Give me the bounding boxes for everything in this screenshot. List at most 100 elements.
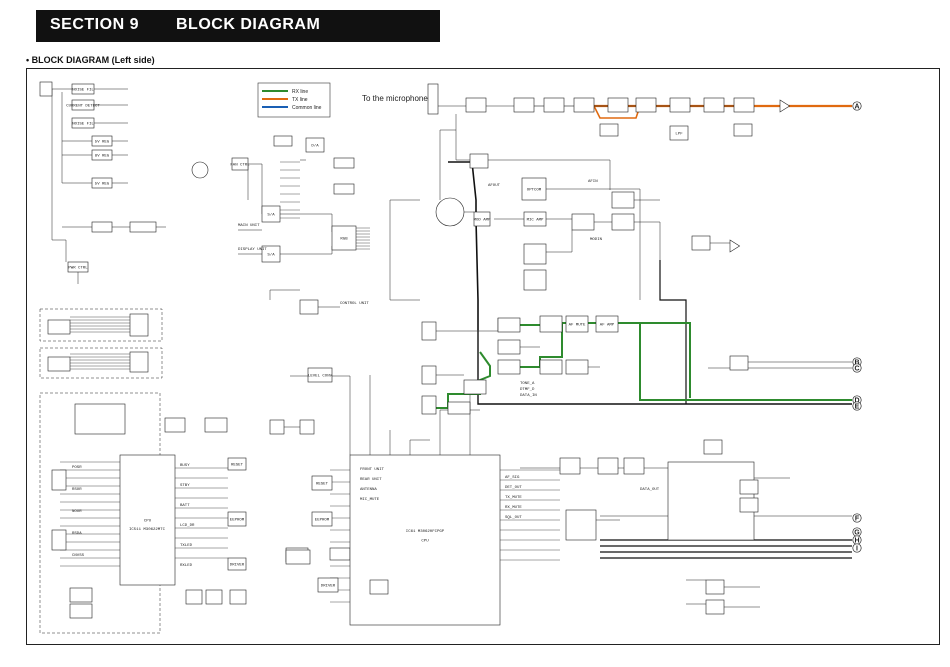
wire bbox=[455, 114, 470, 161]
connector-h-label: H bbox=[854, 537, 859, 544]
tx-sub-block bbox=[599, 123, 619, 137]
optcom-block-label: OPTCOM bbox=[527, 189, 542, 193]
eeprom-block bbox=[227, 511, 247, 527]
wire-label: MODIN bbox=[590, 238, 603, 242]
current-detect-block-label: CURRENT DETECT bbox=[66, 105, 100, 109]
main-bus-line bbox=[448, 161, 479, 330]
legend-tx-label: TX line bbox=[292, 97, 308, 103]
wire-label: MAIN UNIT bbox=[238, 224, 260, 228]
power-control-block-label: PWR CTRL bbox=[68, 267, 88, 271]
microphone-connector bbox=[427, 83, 439, 115]
wire-label: DTMF_D bbox=[520, 388, 535, 392]
connector-c-label: C bbox=[854, 365, 859, 372]
rx-block-5 bbox=[539, 359, 563, 375]
connector-j13 bbox=[51, 469, 67, 491]
wire-label: BATT bbox=[180, 504, 190, 508]
det-block-2 bbox=[205, 589, 223, 605]
mic-amp-block bbox=[523, 211, 547, 227]
display-unit-2-outline bbox=[39, 347, 163, 379]
reg-8v-block-label: 8V REG bbox=[95, 155, 110, 159]
connector-c bbox=[852, 363, 862, 373]
level-conv-block bbox=[307, 367, 333, 383]
diagram-frame bbox=[26, 68, 940, 645]
sw-block bbox=[69, 587, 93, 603]
wire-label: AF_SIG bbox=[505, 476, 520, 480]
tx-block-6 bbox=[635, 97, 657, 113]
power-jack-symbol bbox=[39, 81, 53, 97]
protect-block bbox=[164, 417, 186, 433]
speaker-jack-3 bbox=[421, 395, 437, 415]
af-mute-block-label: AF MUTE bbox=[569, 324, 586, 328]
junction-block bbox=[299, 419, 315, 435]
ic-block bbox=[329, 547, 351, 561]
fan-motor-symbol bbox=[191, 161, 209, 179]
wire-label: BUSY bbox=[180, 464, 190, 468]
eeprom-block-label: EEPROM bbox=[230, 519, 245, 523]
dac-c-block bbox=[333, 183, 355, 195]
reg-right-block bbox=[729, 355, 749, 371]
power-control-block bbox=[67, 261, 89, 273]
driver-2-block bbox=[317, 577, 339, 593]
lpf-sub-block-label: LPF bbox=[675, 133, 683, 137]
rx-block-2 bbox=[539, 315, 563, 333]
mod-block bbox=[473, 211, 491, 227]
wire-label: FRONT UNIT bbox=[360, 468, 385, 472]
eeprom-2-block bbox=[311, 511, 333, 527]
reset-block bbox=[227, 457, 247, 471]
cpu-trace bbox=[409, 439, 430, 455]
legend-rx-label: RX line bbox=[292, 89, 308, 95]
section-header: SECTION 9 BLOCK DIAGRAM bbox=[36, 10, 440, 42]
lower-right-block-2 bbox=[705, 599, 725, 615]
lower-block-2 bbox=[597, 457, 619, 475]
wire-label: SQL_OUT bbox=[505, 516, 522, 520]
connector-j14 bbox=[51, 529, 67, 551]
ic-c-block bbox=[369, 579, 389, 595]
mod-block-label: MOD AMP bbox=[474, 219, 491, 223]
eeprom-2-block-label: EEPROM bbox=[315, 519, 330, 523]
driver-2-block-label: DRIVER bbox=[321, 585, 336, 589]
rx-block-4 bbox=[497, 359, 521, 375]
ic-b-block bbox=[285, 549, 311, 565]
port-block bbox=[204, 417, 228, 433]
wire bbox=[332, 375, 351, 455]
cpu-main-block bbox=[349, 454, 501, 626]
wire bbox=[634, 221, 661, 300]
lower-right-block-1 bbox=[705, 579, 725, 595]
wire bbox=[546, 188, 641, 300]
noise-filter-block bbox=[71, 83, 95, 95]
connector-a bbox=[852, 101, 862, 111]
rx-block-3 bbox=[497, 339, 521, 355]
display-driver-2-block bbox=[47, 356, 71, 372]
section-title: BLOCK DIAGRAM bbox=[176, 16, 321, 33]
af-amp-block bbox=[595, 315, 619, 333]
det-block-3 bbox=[229, 589, 247, 605]
reset-2-block bbox=[311, 475, 333, 491]
wire bbox=[269, 289, 300, 300]
driver-block-label: DRIVER bbox=[230, 564, 245, 568]
rx-line bbox=[618, 322, 691, 398]
reg-5v-block bbox=[91, 135, 113, 147]
connector-f-label: F bbox=[855, 515, 860, 522]
wire-label: MIC_MUTE bbox=[360, 498, 380, 502]
connector-g-label: G bbox=[854, 529, 860, 536]
wire-label: RXLED bbox=[180, 564, 193, 568]
wire bbox=[439, 129, 456, 200]
main-bus-line bbox=[477, 330, 852, 405]
reset-block-label: RESET bbox=[231, 464, 244, 468]
display-connector-2 bbox=[129, 351, 149, 373]
tx-block-2 bbox=[513, 97, 535, 113]
lower-block-3 bbox=[623, 457, 645, 475]
connector-d-label: D bbox=[854, 397, 859, 404]
wire-label: CONTROL UNIT bbox=[340, 302, 369, 306]
noise-filter-2-block-label: NOISE FIL bbox=[72, 123, 94, 127]
connector-i-label: I bbox=[856, 545, 858, 552]
rgb-block-label: RGB bbox=[340, 238, 348, 242]
cpu-main-part-number: IC61 M30620FCPGP bbox=[406, 530, 445, 534]
connector-b-label: B bbox=[854, 359, 859, 366]
wire-label: POSR bbox=[72, 466, 82, 470]
wire-label: RSOR bbox=[72, 488, 82, 492]
power-branch bbox=[61, 92, 92, 184]
det-block-1 bbox=[185, 589, 203, 605]
